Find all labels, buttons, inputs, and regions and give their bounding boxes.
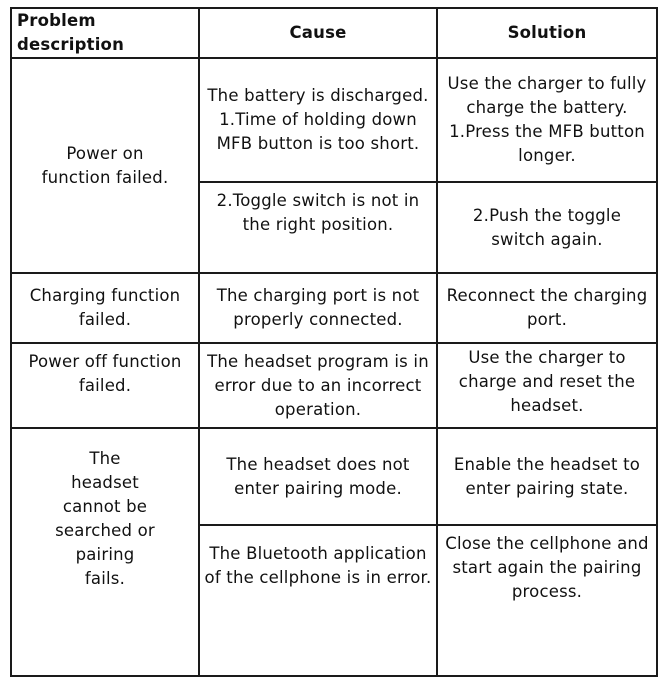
table-row: The Bluetooth application of the cellpho… [11, 524, 658, 677]
solution-text: Enable the headset to enter pairing stat… [453, 454, 641, 498]
cause-cell: The headset program is in error due to a… [198, 342, 438, 429]
cause-text: The headset program is in error due to a… [207, 352, 429, 419]
header-problem-description: Problem description [10, 7, 200, 59]
problem-cell: Power off function failed. [10, 342, 200, 429]
table-row: Power on function failed. The battery is… [10, 57, 658, 274]
solution-cell: 2.Push the toggle switch again. [436, 181, 658, 274]
table-row: 2.Toggle switch is not in the right posi… [11, 181, 658, 274]
cause-cell: The headset does not enter pairing mode. [198, 427, 438, 526]
table-header-row: Problem description Cause Solution [10, 7, 658, 59]
table-row: Power off function failed. The headset p… [10, 342, 658, 429]
cause-text: 2.Toggle switch is not in the right posi… [216, 191, 420, 234]
problem-text: The headset cannot be searched or pairin… [55, 449, 155, 588]
problem-text: Power off function failed. [28, 352, 182, 395]
problem-cell: Power on function failed. [10, 57, 200, 274]
solution-text: Close the cellphone and start again the … [445, 534, 649, 601]
solution-text: 2.Push the toggle switch again. [472, 205, 622, 249]
problem-cell: Charging function failed. [10, 272, 200, 344]
table-row: Charging function failed. The charging p… [10, 272, 658, 344]
cause-cell: The Bluetooth application of the cellpho… [198, 524, 438, 677]
solution-cell: Enable the headset to enter pairing stat… [436, 427, 658, 526]
cause-text: The battery is discharged. 1.Time of hol… [207, 86, 429, 153]
cause-cell: 2.Toggle switch is not in the right posi… [198, 181, 438, 274]
cause-text: The headset does not enter pairing mode. [226, 454, 410, 498]
problem-text: Charging function failed. [29, 286, 181, 329]
troubleshooting-table: Problem description Cause Solution Power… [10, 7, 658, 677]
solution-text: Use the charger to charge and reset the … [458, 348, 636, 415]
table-row: The headset cannot be searched or pairin… [10, 427, 658, 677]
cause-cell: The battery is discharged. 1.Time of hol… [198, 57, 438, 183]
cause-cell: The charging port is not properly connec… [198, 272, 438, 344]
solution-cell: Close the cellphone and start again the … [436, 524, 658, 677]
solution-cell: Use the charger to charge and reset the … [436, 342, 658, 429]
header-solution: Solution [436, 7, 658, 59]
cause-text: The charging port is not properly connec… [216, 286, 420, 329]
problem-cell: The headset cannot be searched or pairin… [10, 427, 200, 677]
problem-text: Power on function failed. [41, 143, 169, 187]
header-cause: Cause [198, 7, 438, 59]
solution-text: Use the charger to fully charge the batt… [447, 74, 647, 165]
solution-cell: Use the charger to fully charge the batt… [436, 57, 658, 183]
solution-cell: Reconnect the charging port. [436, 272, 658, 344]
cause-text: The Bluetooth application of the cellpho… [204, 544, 432, 587]
solution-text: Reconnect the charging port. [446, 286, 648, 329]
